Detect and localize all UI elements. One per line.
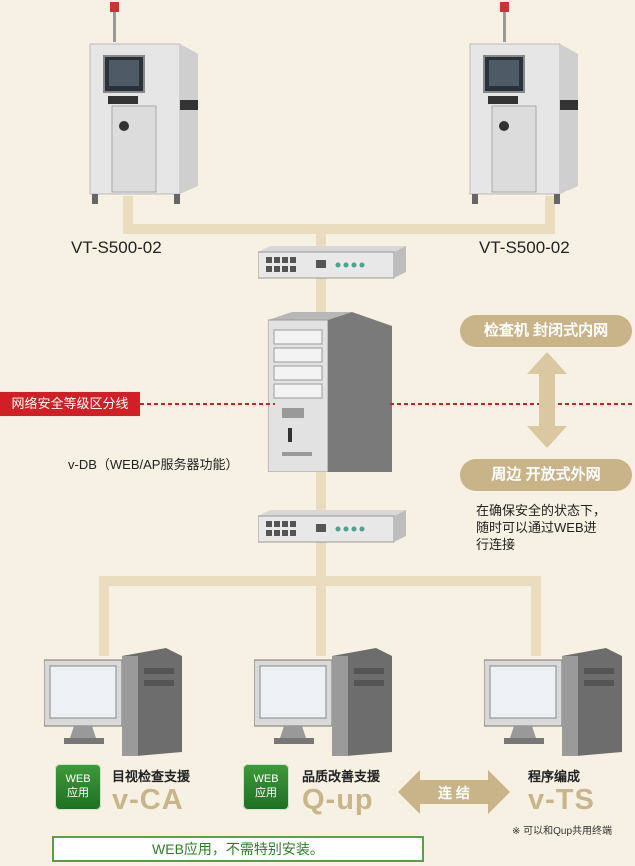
link-double-arrow — [398, 770, 510, 814]
badge-line-2: 应用 — [67, 787, 89, 799]
security-line-label: 网络安全等级区分线 — [0, 392, 140, 416]
zone-updown-arrow — [527, 352, 567, 448]
web-app-badge-vca: WEB 应用 — [55, 764, 101, 810]
server-tower — [268, 312, 392, 472]
network-switch-bottom — [258, 510, 406, 543]
app-label-vts: 程序编成 — [528, 769, 581, 784]
machine-label-right: VT-S500-02 — [479, 238, 570, 257]
inspection-machine-left — [89, 2, 198, 204]
vts-note: ※ 可以和Qup共用终端 — [512, 826, 613, 837]
link-label: 连 结 — [438, 785, 470, 801]
network-switch-top — [258, 246, 406, 279]
open-network-pill: 周边 开放式外网 — [460, 459, 632, 491]
app-name-vts: v-TS — [528, 784, 595, 816]
machine-label-left: VT-S500-02 — [71, 238, 162, 257]
web-app-badge-qup: WEB 应用 — [243, 764, 289, 810]
app-name-vca: v-CA — [112, 784, 184, 816]
pc-middle — [254, 648, 392, 756]
pc-left — [44, 648, 182, 756]
zone-note-line-1: 在确保安全的状态下， — [476, 503, 607, 518]
server-label: v-DB（WEB/AP服务器功能） — [68, 457, 239, 472]
badge-line-1: WEB — [253, 773, 279, 785]
app-name-qup: Q-up — [302, 784, 374, 816]
badge-line-2: 应用 — [255, 787, 277, 799]
zone-note-line-3: 行连接 — [476, 537, 516, 552]
inspection-machine-right — [469, 2, 578, 204]
pc-right — [484, 648, 622, 756]
app-label-qup: 品质改善支援 — [302, 769, 381, 784]
zone-note-line-2: 随时可以通过WEB进 — [476, 520, 597, 535]
closed-network-pill: 检查机 封闭式内网 — [460, 315, 632, 347]
badge-line-1: WEB — [65, 773, 91, 785]
zone-note: 在确保安全的状态下， 随时可以通过WEB进 行连接 — [476, 502, 606, 553]
app-label-vca: 目视检查支援 — [112, 769, 191, 784]
footer-banner: WEB应用，不需特别安装。 — [52, 836, 424, 862]
security-division-line — [140, 403, 635, 405]
